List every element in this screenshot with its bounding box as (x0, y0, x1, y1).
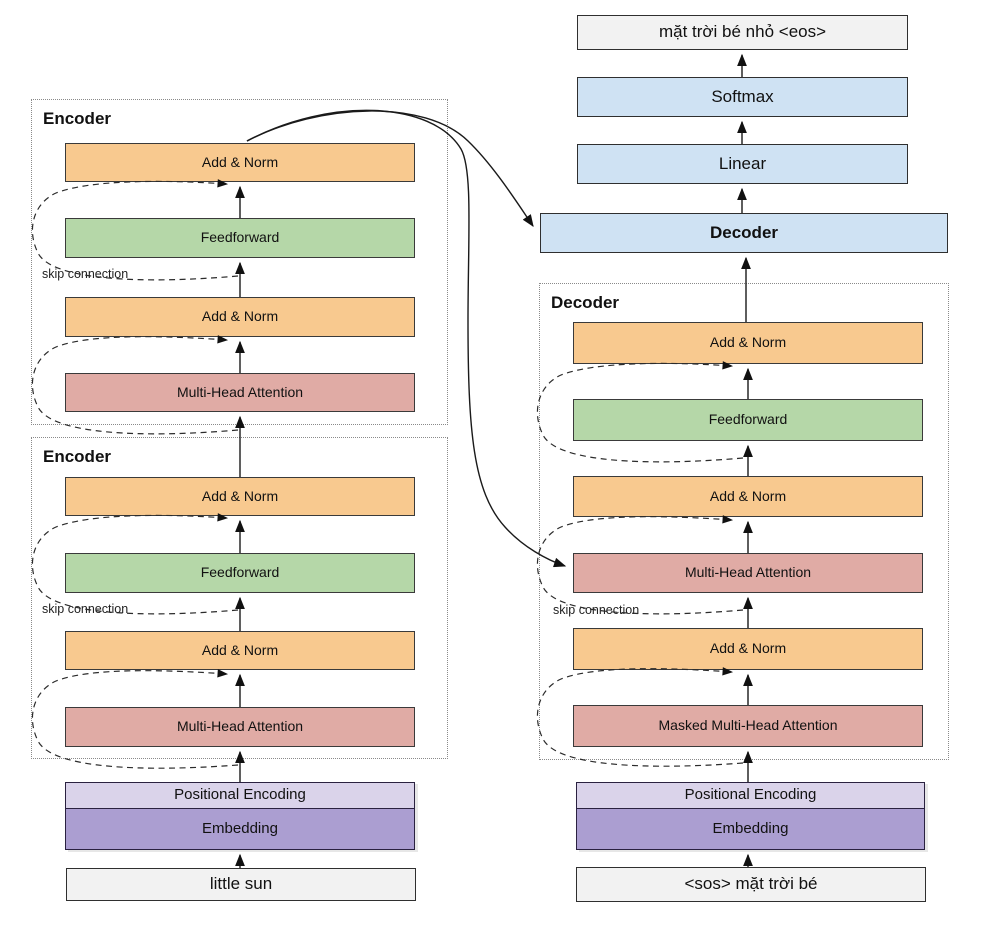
encoder2-skip-connection-label: skip connection (42, 602, 129, 616)
decoder-multi-head-attention: Multi-Head Attention (573, 553, 923, 593)
linear-block: Linear (577, 144, 908, 184)
decoder-positional-encoding: Positional Encoding (576, 782, 925, 809)
decoder-add-norm-3: Add & Norm (573, 322, 923, 364)
decoder-embedding: Embedding (576, 808, 925, 850)
decoder-output-text: mặt trời bé nhỏ <eos> (577, 15, 908, 50)
encoder1-feedforward: Feedforward (65, 218, 415, 258)
encoder2-add-norm-2: Add & Norm (65, 477, 415, 516)
encoder1-add-norm-1: Add & Norm (65, 297, 415, 337)
decoder-add-norm-2: Add & Norm (573, 476, 923, 517)
encoder2-add-norm-1: Add & Norm (65, 631, 415, 670)
decoder-feedforward: Feedforward (573, 399, 923, 441)
source-input-text: little sun (66, 868, 416, 901)
encoder1-multi-head-attention: Multi-Head Attention (65, 373, 415, 412)
encoder1-title: Encoder (43, 109, 112, 128)
encoder2-title: Encoder (43, 447, 112, 466)
encoder2-feedforward: Feedforward (65, 553, 415, 593)
encoder1-skip-connection-label: skip connection (42, 267, 129, 281)
decoder-masked-multi-head-attention: Masked Multi-Head Attention (573, 705, 923, 747)
encoder-embedding: Embedding (65, 808, 415, 850)
softmax-block: Softmax (577, 77, 908, 117)
encoder2-multi-head-attention: Multi-Head Attention (65, 707, 415, 747)
encoder1-add-norm-2: Add & Norm (65, 143, 415, 182)
target-input-text: <sos> mặt trời bé (576, 867, 926, 902)
encoder-positional-encoding: Positional Encoding (65, 782, 415, 809)
decoder-summary-block: Decoder (540, 213, 948, 253)
decoder-stack-title: Decoder (551, 293, 620, 312)
decoder-add-norm-1: Add & Norm (573, 628, 923, 670)
decoder-skip-connection-label: skip connection (553, 603, 640, 617)
